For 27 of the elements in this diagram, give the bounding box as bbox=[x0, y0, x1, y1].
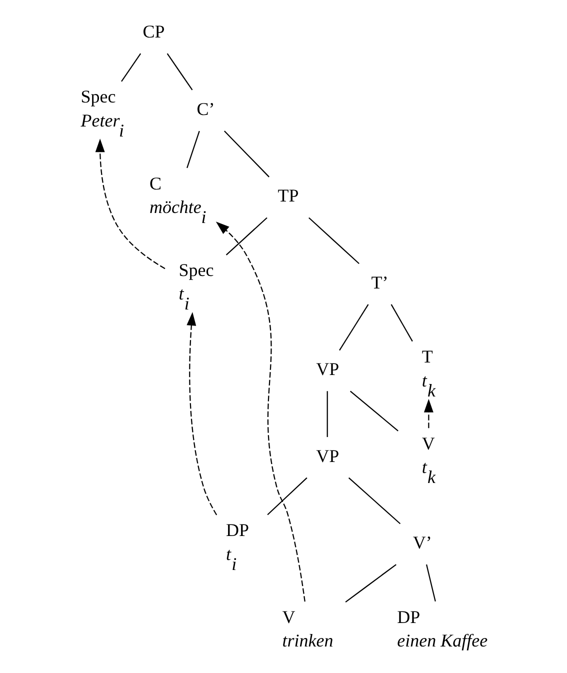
node-text: T’ bbox=[370, 272, 388, 292]
node-text: VP bbox=[316, 446, 339, 466]
connector bbox=[344, 564, 396, 603]
node-text: V’ bbox=[412, 532, 432, 553]
connector bbox=[120, 53, 141, 82]
node-text: CP bbox=[142, 21, 164, 42]
connector bbox=[223, 130, 269, 178]
node-text: V trinken bbox=[282, 606, 333, 650]
connector bbox=[338, 304, 368, 351]
arrow bbox=[186, 312, 217, 516]
connector bbox=[349, 390, 398, 432]
connector bbox=[425, 564, 436, 602]
connector bbox=[266, 477, 307, 516]
connector bbox=[348, 477, 400, 524]
connector bbox=[166, 53, 192, 90]
node-text: DP einen Kaffee bbox=[396, 606, 488, 650]
connector bbox=[308, 217, 359, 264]
connector bbox=[225, 217, 267, 256]
node-text: VP bbox=[316, 359, 339, 380]
arrow bbox=[94, 138, 165, 270]
connector bbox=[390, 304, 412, 342]
connector bbox=[326, 391, 328, 438]
node-text: TP bbox=[277, 186, 298, 206]
arrow bbox=[423, 398, 433, 428]
arrow bbox=[215, 222, 305, 602]
connector bbox=[186, 130, 200, 168]
node-text: C’ bbox=[196, 99, 214, 120]
